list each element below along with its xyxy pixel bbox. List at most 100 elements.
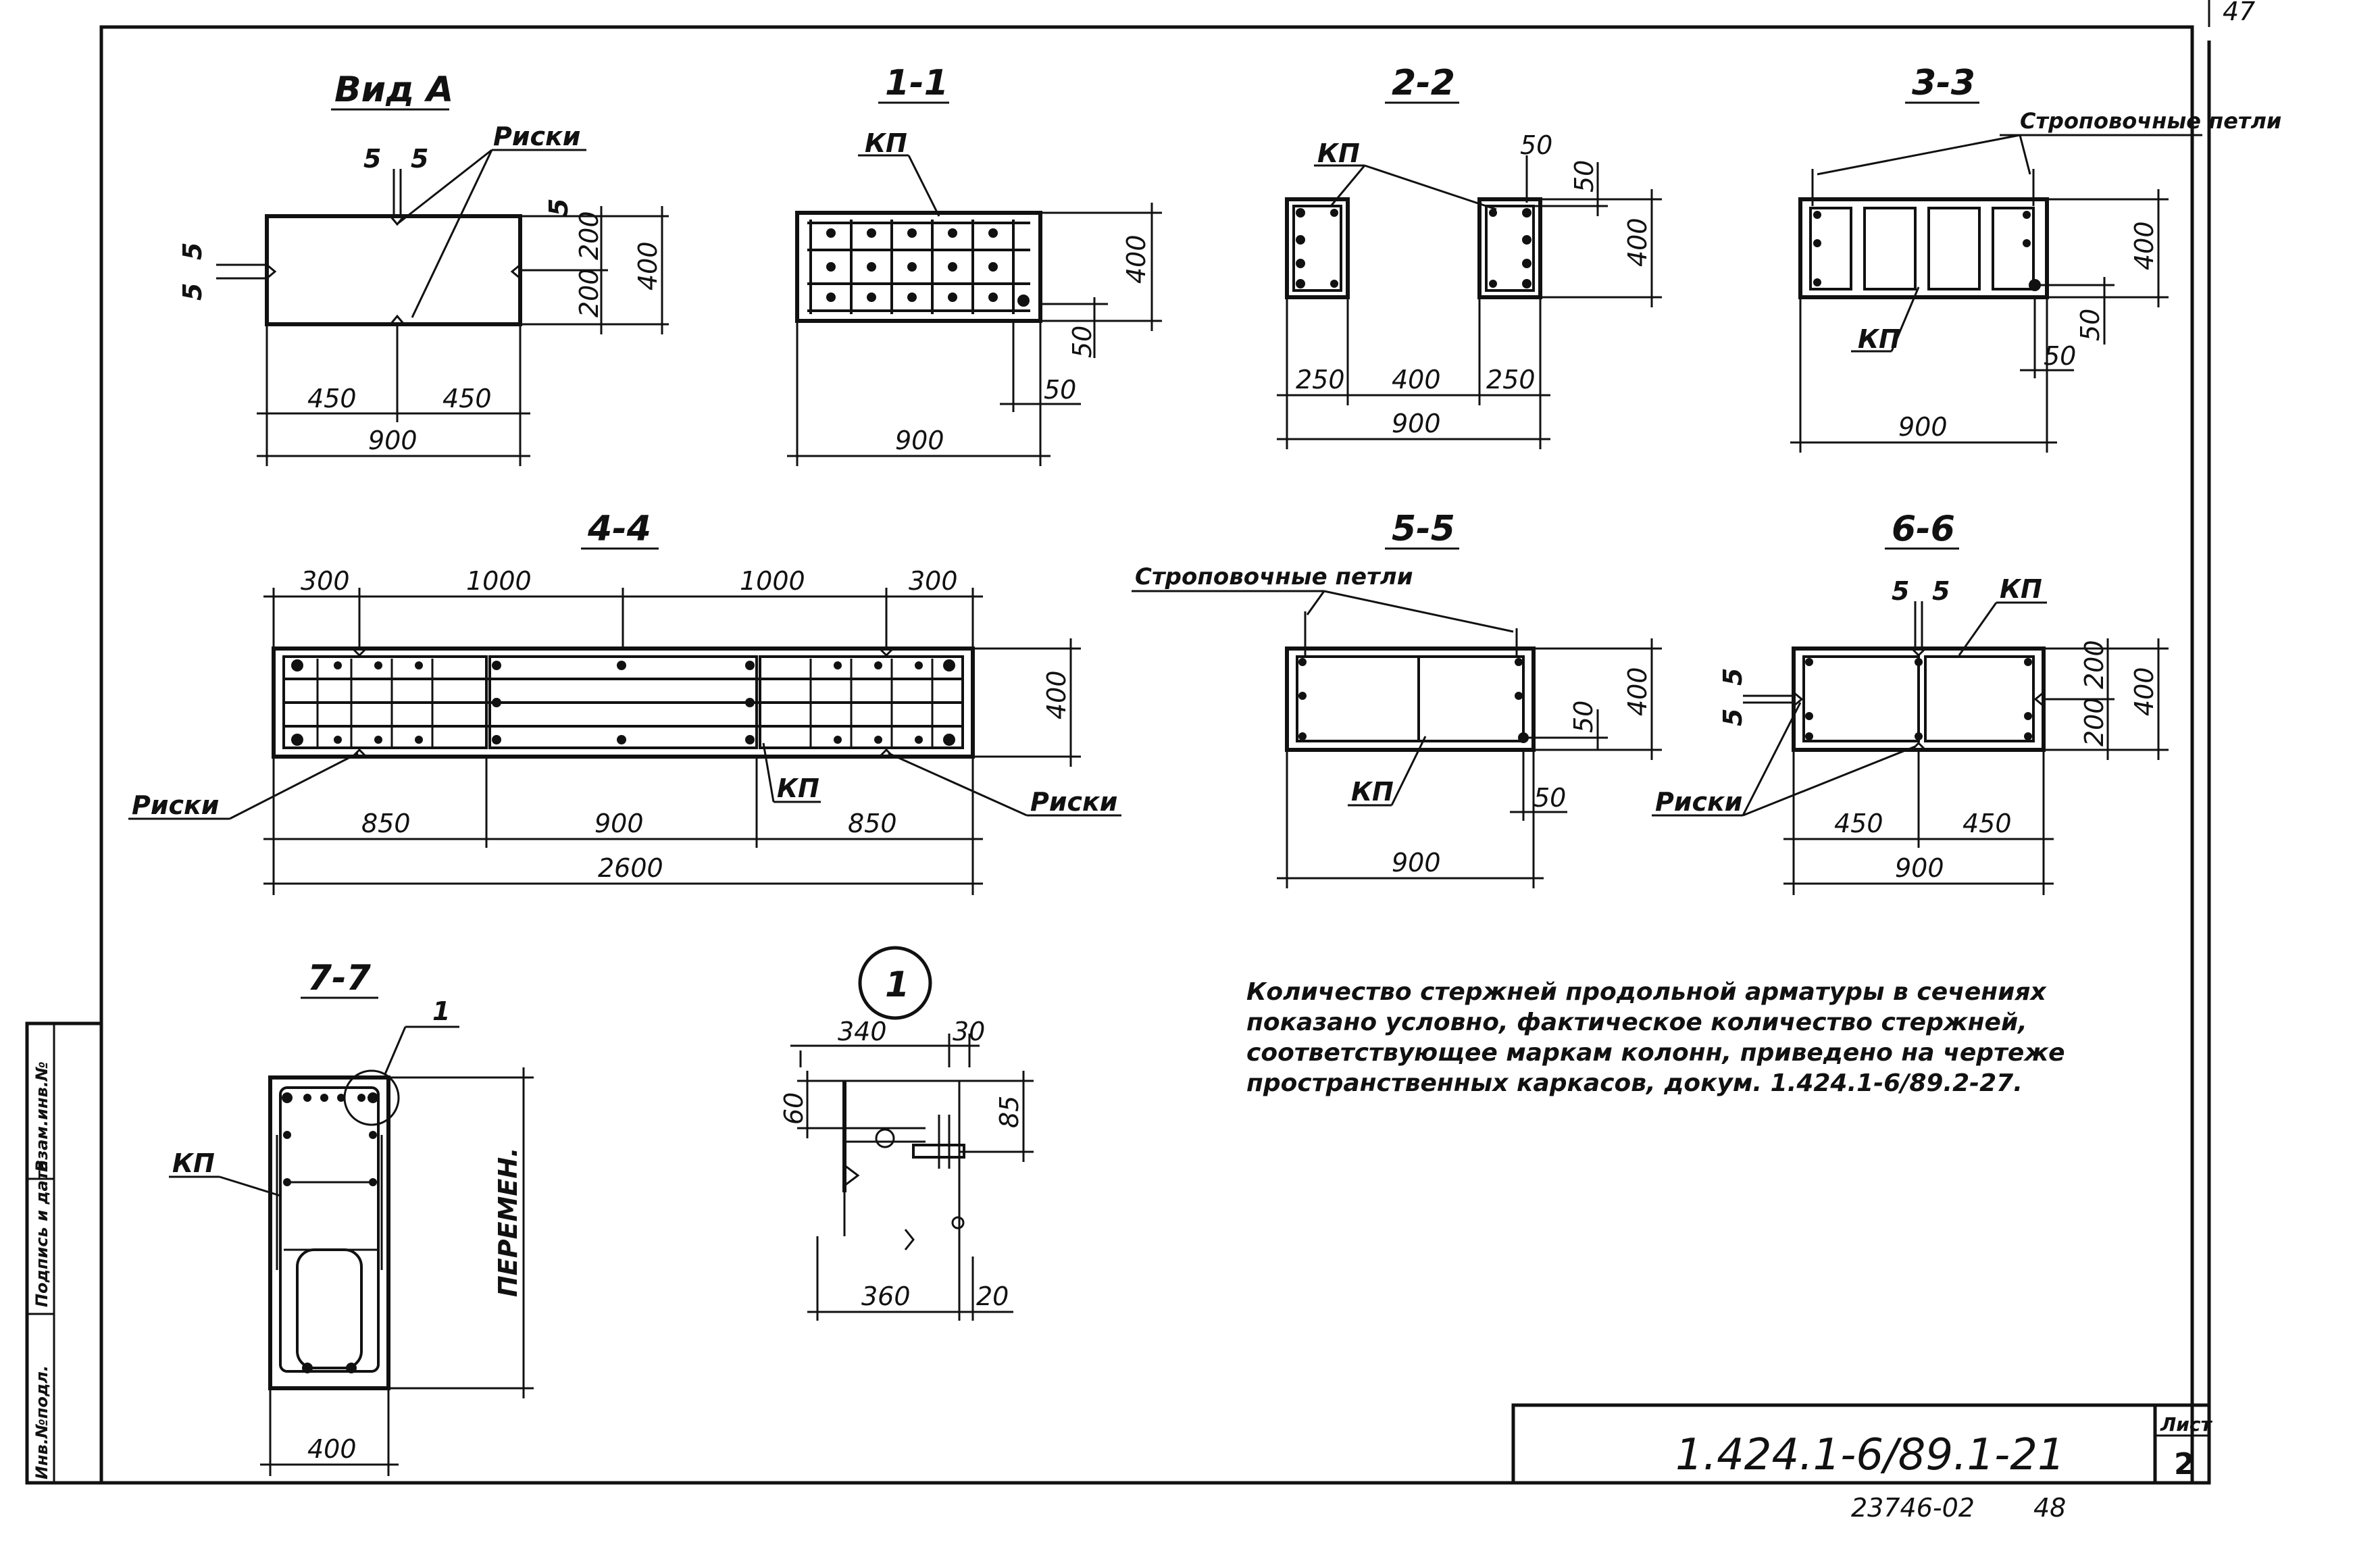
title-block: 1.424.1-6/89.1-21 Лист 2 23746-02 48 <box>1511 1403 2212 1523</box>
section-7-7: 7-7 1 КП ПЕРЕМЕН. 400 <box>169 958 534 1476</box>
s33-dim-h400: 400 <box>2129 221 2159 270</box>
detail1-title: 1 <box>885 965 909 1005</box>
s22-dim-d50b: 50 <box>1569 160 1599 193</box>
s44-dim-t1000a: 1000 <box>466 566 532 596</box>
s77-callout: 1 <box>432 996 450 1026</box>
vid-a-dim-h200b: 200 <box>574 268 604 318</box>
s55-label-loops: Строповочные петли <box>1135 563 1413 590</box>
s11-label-kp: КП <box>865 128 907 158</box>
side-stamp-sign: Подпись и дата <box>32 1160 51 1307</box>
note-line-4: пространственных каркасов, докум. 1.424.… <box>1246 1069 2023 1097</box>
s66-dim-t5b: 5 <box>1932 576 1950 606</box>
s55-label-kp: КП <box>1351 777 1394 807</box>
vid-a-dim-w450b: 450 <box>442 384 492 413</box>
s66-dim-w450b: 450 <box>1963 809 2012 838</box>
detail1-dim-d360: 360 <box>861 1282 911 1311</box>
s44-label-kp: КП <box>777 774 819 803</box>
vid-a-dim-h200a: 200 <box>574 211 604 260</box>
s11-dim-w900: 900 <box>895 426 944 455</box>
sheet-number: 2 <box>2174 1447 2195 1481</box>
s22-label-kp: КП <box>1317 138 1360 168</box>
s22-dim-w250b: 250 <box>1486 365 1536 395</box>
vid-a-dim-top5a: 5 <box>363 144 381 174</box>
vid-a-dim-left5a: 5 <box>178 283 207 301</box>
section-4-4: 4-4 300 1000 <box>128 509 1121 895</box>
section-3-3: 3-3 Строповочные петли КП 400 50 50 900 <box>1790 63 2281 453</box>
s22-dim-d50a: 50 <box>1520 130 1552 160</box>
view-a: Вид А 5 5 Риски 5 5 5 200 200 400 450 45… <box>178 70 669 466</box>
s44-title: 4-4 <box>587 509 651 549</box>
s66-dim-t5a: 5 <box>1892 576 1909 606</box>
s33-dim-d50a: 50 <box>2075 309 2105 341</box>
side-stamp: Инв.№подл. Подпись и дата Взам.инв.№ <box>25 1021 103 1485</box>
s66-dim-h400: 400 <box>2129 667 2159 716</box>
s22-dim-w900: 900 <box>1392 409 1441 438</box>
vid-a-label-riski: Риски <box>493 122 580 151</box>
s22-title: 2-2 <box>1392 63 1455 103</box>
s11-title: 1-1 <box>885 63 948 103</box>
view-a-title: Вид А <box>334 70 453 110</box>
s44-dim-t300b: 300 <box>909 566 958 596</box>
section-2-2: 2-2 КП 50 50 400 250 400 250 900 <box>1277 63 1662 449</box>
s33-label-kp: КП <box>1858 324 1900 354</box>
s44-dim-t1000b: 1000 <box>740 566 805 596</box>
s66-label-kp: КП <box>2000 574 2042 604</box>
s77-label-variable: ПЕРЕМЕН. <box>493 1147 523 1297</box>
detail1-dim-d60: 60 <box>779 1092 809 1125</box>
s66-label-riski: Риски <box>1655 787 1742 817</box>
section-5-5: 5-5 Строповочные петли КП 400 50 50 900 <box>1132 509 1662 888</box>
s33-dim-d50b: 50 <box>2044 341 2076 371</box>
vid-a-dim-w450a: 450 <box>307 384 357 413</box>
vid-a-dim-w900: 900 <box>368 426 417 455</box>
section-1-1: 1-1 КП 400 50 50 <box>787 63 1162 466</box>
detail1-dim-d30: 30 <box>953 1017 985 1046</box>
s44-dim-h400: 400 <box>1042 670 1071 719</box>
s11-dim-d50a: 50 <box>1067 326 1097 358</box>
s22-dim-h400: 400 <box>1623 218 1652 267</box>
s44-label-riski-right: Риски <box>1030 787 1117 817</box>
detail1-dim-d85: 85 <box>994 1096 1024 1128</box>
s66-dim-w900: 900 <box>1895 853 1944 883</box>
s55-dim-h400: 400 <box>1623 667 1652 716</box>
s44-dim-t300a: 300 <box>301 566 350 596</box>
s44-dim-b850a: 850 <box>361 809 411 838</box>
s77-title: 7-7 <box>307 958 372 998</box>
s22-dim-w250a: 250 <box>1296 365 1345 395</box>
s55-title: 5-5 <box>1392 509 1455 549</box>
vid-a-dim-left5b: 5 <box>178 243 207 260</box>
s66-dim-l5a: 5 <box>1718 709 1748 726</box>
corner-number: 47 <box>2223 0 2255 26</box>
section-6-6: 6-6 5 5 КП 5 5 Риски 200 200 400 <box>1652 509 2169 895</box>
s44-dim-b2600: 2600 <box>598 853 663 883</box>
note-line-1: Количество стержней продольной арматуры … <box>1246 978 2047 1006</box>
vid-a-dim-h400: 400 <box>633 241 663 290</box>
s33-label-loops: Строповочные петли <box>2020 108 2281 134</box>
s66-dim-l5b: 5 <box>1718 668 1748 686</box>
s33-title: 3-3 <box>1912 63 1975 103</box>
s77-dim-w400: 400 <box>307 1434 357 1464</box>
s11-dim-d50b: 50 <box>1044 375 1076 405</box>
vid-a-dim-right5: 5 <box>544 199 574 216</box>
s11-mesh <box>807 220 1030 314</box>
note-line-3: соответствующее маркам колонн, приведено… <box>1246 1039 2065 1067</box>
s66-dim-w450a: 450 <box>1834 809 1883 838</box>
s55-dim-w900: 900 <box>1392 848 1441 878</box>
s44-dim-b850b: 850 <box>848 809 897 838</box>
note-line-2: показано условно, фактическое количество… <box>1246 1009 2027 1036</box>
s44-dim-b900: 900 <box>594 809 644 838</box>
s66-title: 6-6 <box>1892 509 1955 549</box>
s55-dim-d50b: 50 <box>1534 783 1566 813</box>
side-stamp-replace: Взам.инв.№ <box>32 1061 51 1172</box>
vid-a-dim-top5b: 5 <box>411 144 428 174</box>
document-code: 1.424.1-6/89.1-21 <box>1675 1430 2065 1480</box>
detail-1: 1 340 30 60 85 360 20 <box>779 946 1034 1321</box>
detail1-dim-d20: 20 <box>976 1282 1009 1311</box>
general-note: Количество стержней продольной арматуры … <box>1246 978 2065 1097</box>
side-stamp-inv: Инв.№подл. <box>32 1365 51 1479</box>
s77-label-kp: КП <box>172 1148 215 1178</box>
s66-dim-h200a: 200 <box>2079 640 2109 689</box>
s11-dim-h400: 400 <box>1121 234 1151 284</box>
s55-dim-d50a: 50 <box>1569 701 1598 733</box>
s22-dim-w400: 400 <box>1392 365 1441 395</box>
s33-dim-w900: 900 <box>1898 412 1948 442</box>
